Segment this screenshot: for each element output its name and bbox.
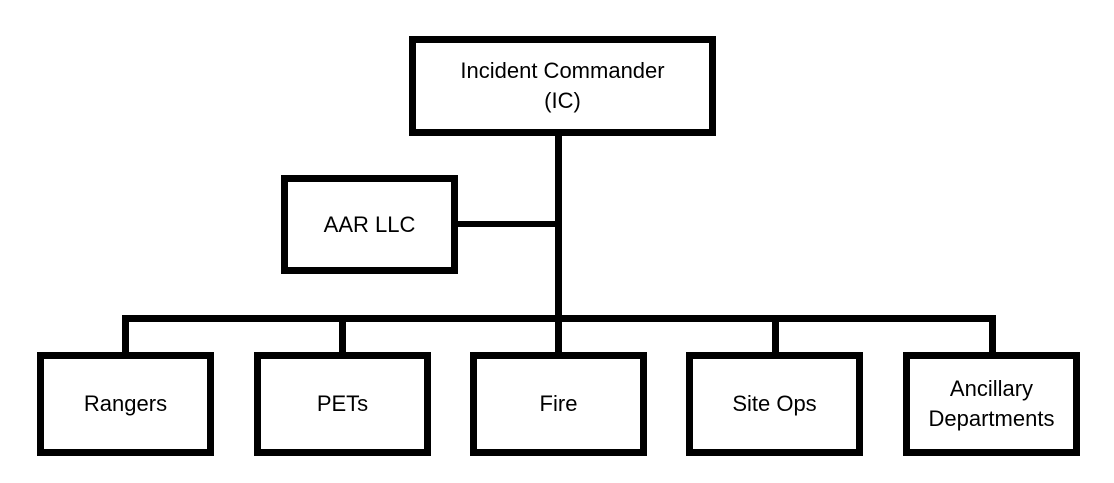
node-fire: Fire (470, 352, 647, 456)
connector-rangers (122, 315, 129, 355)
connector-pets (339, 315, 346, 355)
connector-site-ops (772, 315, 779, 355)
connector-ic-trunk (555, 135, 562, 317)
node-ancillary-departments: Ancillary Departments (903, 352, 1080, 456)
node-rangers: Rangers (37, 352, 214, 456)
node-pets: PETs (254, 352, 431, 456)
connector-ancillary (989, 315, 996, 355)
node-site-ops: Site Ops (686, 352, 863, 456)
node-aar-llc: AAR LLC (281, 175, 458, 274)
node-incident-commander: Incident Commander (IC) (409, 36, 716, 136)
connector-aar (456, 221, 558, 227)
connector-fire (555, 315, 562, 355)
